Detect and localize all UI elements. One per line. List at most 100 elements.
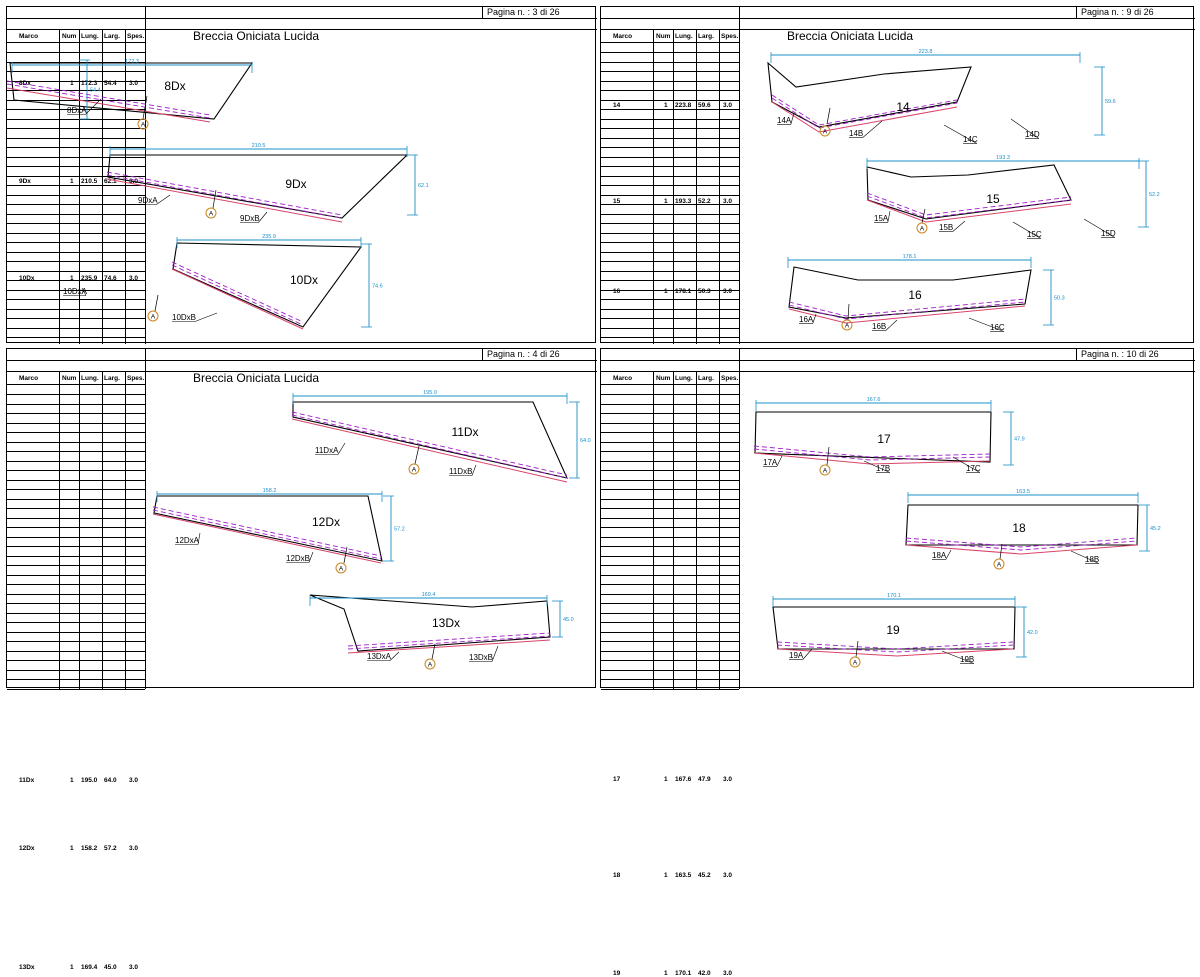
part-leader-line <box>790 112 795 125</box>
table-row-line <box>7 71 145 72</box>
table-row-line <box>7 233 145 234</box>
table-cell-lung: 167.6 <box>675 776 692 783</box>
table-row-line <box>601 71 739 72</box>
table-cell-marco: 18 <box>613 872 621 879</box>
table-cell-marco: 8Dx <box>19 80 31 87</box>
table-cell-num: 1 <box>664 970 668 977</box>
table-column-line <box>102 372 103 689</box>
table-row-line <box>601 337 739 338</box>
table-row-line <box>601 52 739 53</box>
header-rule <box>601 18 1195 19</box>
reference-marker-circle <box>841 319 853 331</box>
header-rule <box>601 360 1195 361</box>
part-label: 14A <box>777 116 792 125</box>
piece-name: 13Dx <box>432 616 460 630</box>
finished-edge-line <box>347 639 551 654</box>
marker-leader-line <box>921 208 926 224</box>
table-row-line <box>601 622 739 623</box>
di-label: di <box>1131 7 1144 17</box>
table-row-line <box>601 537 739 538</box>
table-row-line <box>601 518 739 519</box>
table-row-line <box>601 280 739 281</box>
pieces-drawing: 195.064.011Dx11DxA11DxBA158.257.212Dx12D… <box>152 390 591 670</box>
table-row-line <box>7 166 145 167</box>
dashed-line <box>152 506 382 557</box>
table-row-line <box>601 632 739 633</box>
finished-edge-line <box>771 101 958 133</box>
page-box-divider <box>482 349 483 360</box>
table-row-line <box>7 508 145 509</box>
table-row-line <box>7 499 145 500</box>
part-leader-line <box>258 211 268 223</box>
marker-leader-line <box>142 95 148 120</box>
table-row-line <box>7 90 145 91</box>
piece-17: 167.647.91717A17B17CA <box>753 397 1025 476</box>
finished-edge-line <box>106 178 343 223</box>
piece-outline <box>153 495 383 562</box>
part-label: 17B <box>876 464 890 473</box>
height-dimension-value: 50.3 <box>1054 296 1065 302</box>
table-cell-marco: 15 <box>613 198 621 205</box>
reference-marker-circle <box>147 310 159 322</box>
table-row-line <box>601 271 739 272</box>
part-label: 8DxA <box>67 106 87 115</box>
table-row-line <box>7 176 145 177</box>
table-row-line <box>601 100 739 101</box>
col-header-marco: Marco <box>613 33 633 40</box>
table-row-line <box>7 622 145 623</box>
table-row-line <box>7 119 145 120</box>
reference-marker-circle <box>916 222 928 234</box>
table-row-line <box>7 594 145 595</box>
width-dimension-value: 193.3 <box>996 155 1010 161</box>
piece-name: 11Dx <box>451 425 478 439</box>
table-row-line <box>601 233 739 234</box>
table-row-line <box>601 679 739 680</box>
part-leader-line <box>802 648 813 660</box>
table-row-line <box>7 252 145 253</box>
height-dimension-value: 54.4 <box>90 88 101 94</box>
di-label: di <box>1136 349 1149 359</box>
table-cell-lung: 169.4 <box>81 964 98 971</box>
table-row-line <box>601 565 739 566</box>
piece-name: 16 <box>908 288 922 302</box>
table-cell-larg: 47.9 <box>698 776 711 783</box>
page-total: 26 <box>1143 7 1154 17</box>
finished-edge-line <box>291 418 568 483</box>
table-cell-lung: 172.3 <box>81 80 98 87</box>
part-label: 10DxA <box>63 287 88 296</box>
col-header-lung: Lung. <box>81 375 99 382</box>
table-cell-num: 1 <box>664 776 668 783</box>
table-row-line <box>7 442 145 443</box>
page-current: 10 <box>1126 349 1137 359</box>
table-cell-spes: 3.0 <box>723 102 733 109</box>
piece-name: 8Dx <box>164 79 185 93</box>
table-row-line <box>601 195 739 196</box>
table-row-line <box>601 62 739 63</box>
page-current: 3 <box>532 7 538 17</box>
table-cell-larg: 54.4 <box>104 80 117 87</box>
finished-edge-line <box>776 648 1014 657</box>
table-row-line <box>601 660 739 661</box>
part-label: 9DxB <box>240 214 260 223</box>
height-dimension-value: 59.6 <box>1105 99 1116 105</box>
piece-outline <box>9 62 254 120</box>
width-dimension-value: 195.0 <box>423 390 437 396</box>
col-header-spes: Spes. <box>127 33 145 40</box>
page-box-divider <box>482 7 483 18</box>
pagina-label: Pagina n. : <box>487 7 533 17</box>
table-row-line <box>7 584 145 585</box>
pieces-drawing: 167.647.91717A17B17CA163.545.21818A18BA1… <box>753 397 1161 668</box>
part-leader-line <box>337 442 346 455</box>
table-row-line <box>601 556 739 557</box>
header-rule <box>7 360 597 361</box>
part-label: 13DxB <box>469 653 493 662</box>
reference-marker-label: A <box>845 322 850 329</box>
reference-marker-circle <box>335 562 347 574</box>
table-cell-larg: 52.2 <box>698 198 711 205</box>
table-row-line <box>601 546 739 547</box>
table-row-line <box>601 147 739 148</box>
table-row-line <box>601 176 739 177</box>
